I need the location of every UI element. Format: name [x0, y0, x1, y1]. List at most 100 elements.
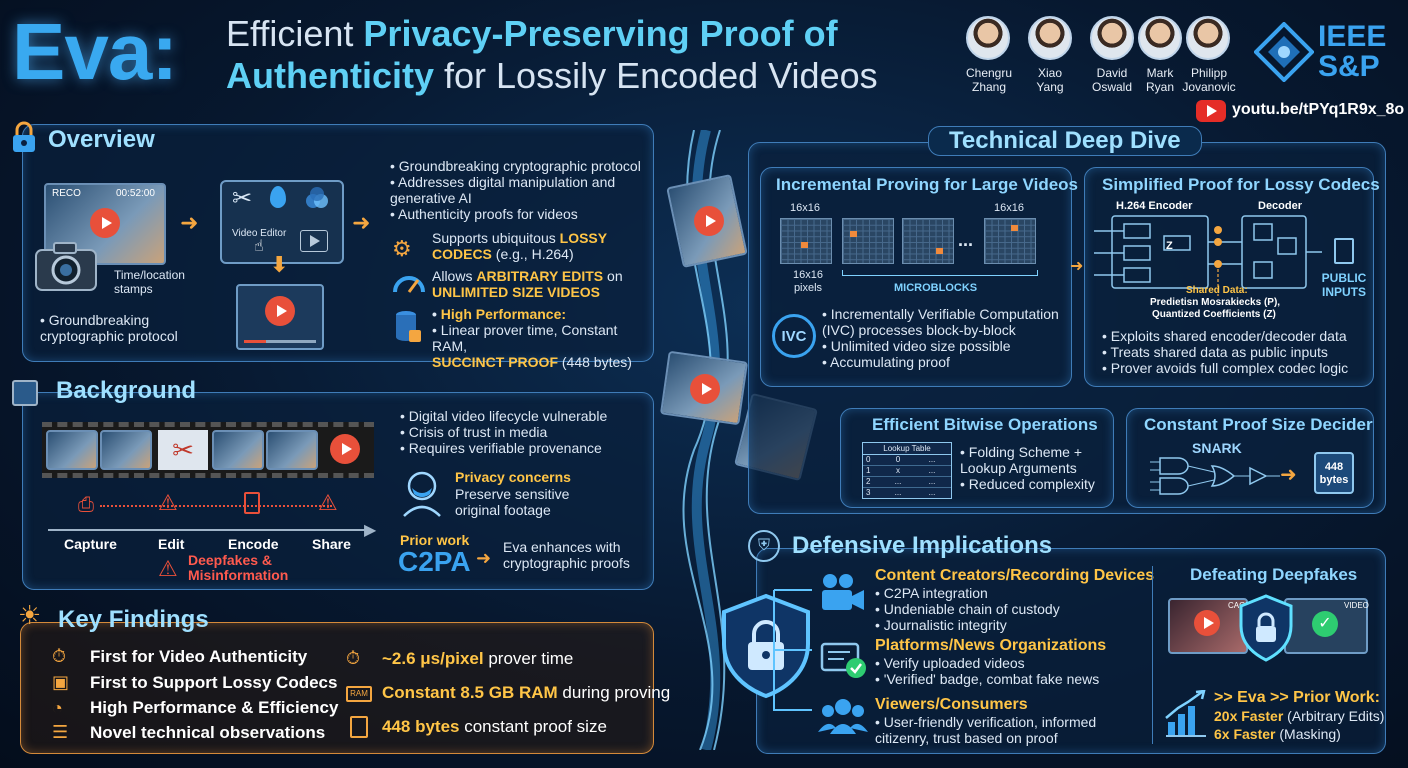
group-2-bullet-1: Verify uploaded videos	[875, 655, 1125, 671]
stack-icon: ☰	[52, 722, 69, 742]
title-line-1: Efficient Privacy-Preserving Proof of	[226, 14, 838, 54]
background-bullet-2: Crisis of trust in media	[400, 424, 650, 440]
feat1-post: (e.g., H.264)	[491, 246, 574, 262]
ieee-logo-icon	[1253, 21, 1315, 83]
incremental-title: Incremental Proving for Large Videos	[776, 175, 1078, 194]
public-inputs-label: PUBLIC INPUTS	[1321, 271, 1367, 299]
finding-7-rest: constant proof size	[459, 717, 607, 736]
timeline-dotted	[100, 505, 332, 507]
lookup-cell: 0	[866, 455, 871, 464]
lookup-cell: ...	[928, 455, 936, 464]
compare-line-1: 20x Faster (Arbitrary Edits)	[1214, 708, 1384, 724]
floating-play-icon-2	[690, 374, 720, 404]
title-highlight1: Privacy-Preserving Proof of	[363, 13, 838, 54]
color-circles-icon	[304, 186, 330, 210]
check-icon: ✓	[1312, 611, 1338, 637]
overview-bullet-1: Groundbreaking cryptographic protocol	[390, 158, 652, 174]
timeline-line	[48, 529, 368, 531]
title-part1: Efficient	[226, 13, 364, 54]
microblocks-label: MICROBLOCKS	[894, 282, 978, 294]
cursor-icon: ☝	[254, 238, 264, 255]
feat1-pre: Supports ubiquitous	[432, 230, 560, 246]
feat2-mid: on	[603, 268, 623, 284]
lookup-cell: ...	[928, 488, 936, 497]
gauge-icon	[392, 270, 426, 294]
overview-left-bullet: Groundbreaking cryptographic protocol	[40, 312, 210, 344]
finding-1-rest: for Video Authenticity	[126, 647, 308, 666]
defensive-heading: Defensive Implications	[792, 532, 1053, 559]
finding-4: Novel technical observations	[90, 723, 326, 742]
microblocks-bracket	[842, 270, 1038, 276]
ram-chip-label: RAM	[350, 689, 368, 698]
feat1-hl: LOSSY CODECS	[432, 230, 607, 262]
feature-performance: High Performance: Linear prover time, Co…	[432, 306, 652, 370]
group-1-bullet-3: Journalistic integrity	[875, 617, 1125, 633]
lookup-cell: 3	[866, 488, 871, 497]
feat2-hl: ARBITRARY EDITS	[476, 268, 604, 284]
lookup-cell: 2	[866, 477, 871, 486]
grid-block-3	[902, 218, 954, 264]
lossy-title: Simplified Proof for Lossy Codecs	[1102, 175, 1380, 194]
stage-edit: Edit	[158, 536, 185, 552]
branch-lines	[768, 580, 818, 720]
snark-label: SNARK	[1192, 440, 1242, 456]
findings-panel	[20, 622, 654, 754]
group-1-bullet-1: C2PA integration	[875, 585, 1125, 601]
background-bullet-1: Digital video lifecycle vulnerable	[400, 408, 650, 424]
author-avatar-4	[1138, 16, 1182, 60]
background-bullets: Digital video lifecycle vulnerable Crisi…	[400, 408, 650, 456]
lookup-row-3: 2......	[863, 477, 951, 488]
speed-icon: ◔	[52, 698, 63, 718]
privacy-text: Preserve sensitive original footage	[455, 486, 570, 518]
group-3-bullets: User-friendly verification, informed cit…	[875, 714, 1125, 746]
lock-icon	[10, 120, 38, 154]
lookup-cell: x	[896, 466, 900, 475]
camera-stage-icon: ⎙	[78, 494, 94, 516]
overview-heading: Overview	[48, 126, 155, 153]
document-icon	[350, 716, 368, 738]
bitwise-bullets: Folding Scheme + Lookup Arguments Reduce…	[960, 444, 1110, 492]
stage-capture: Capture	[64, 536, 117, 552]
film-frame-2	[100, 430, 152, 470]
feature-lossy: Supports ubiquitous LOSSY CODECS (e.g., …	[432, 230, 632, 262]
group-1-title: Content Creators/Recording Devices	[875, 567, 1155, 584]
z-box: Z	[1166, 240, 1173, 252]
compare1-hl: 20x Faster	[1214, 708, 1284, 724]
feat3-hl: SUCCINCT PROOF	[432, 354, 558, 370]
arrow-right-icon-2: ➜	[352, 210, 371, 235]
arrow-proof-icon: ➜	[1280, 464, 1297, 486]
constant-title: Constant Proof Size Decider	[1144, 415, 1373, 434]
size-label-b: 16x16	[994, 202, 1024, 214]
finding-5: ~2.6 μs/pixel prover time	[382, 649, 573, 669]
enhance-text: Eva enhances with cryptographic proofs	[503, 539, 630, 571]
masked-person-icon	[400, 470, 444, 518]
glow-shield-icon	[1238, 594, 1294, 662]
author-avatar-2	[1028, 16, 1072, 60]
stage-share: Share	[312, 536, 351, 552]
chip-icon: ▣	[52, 672, 70, 692]
scissors-cut-icon: ✂	[158, 430, 208, 470]
finding-7-hl: 448 bytes	[382, 717, 460, 736]
deepfakes-label: Deepfakes & Misinformation	[188, 552, 289, 583]
arrow-c2pa-icon: ➜	[476, 548, 492, 568]
lookup-cell: 0	[895, 455, 901, 464]
title-highlight2: Authenticity	[226, 55, 435, 96]
feature-edits: Allows ARBITRARY EDITS on UNLIMITED SIZE…	[432, 268, 632, 300]
bar-chart-icon	[1164, 689, 1208, 738]
feat3-title: High Performance:	[432, 306, 652, 322]
arrow-down-icon: ⬇	[270, 252, 289, 277]
bitwise-bullet-2: Reduced complexity	[960, 476, 1110, 492]
encoder-diagram	[1092, 212, 1322, 298]
title-part2: for Lossily Encoded Videos	[434, 55, 878, 96]
ivc-label: IVC	[781, 327, 807, 345]
overview-bullet-3: Authenticity proofs for videos	[390, 206, 652, 222]
lookup-row-1: 0 0...	[863, 455, 951, 466]
background-bullet-3: Requires verifiable provenance	[400, 440, 650, 456]
cage-label: CAGE	[1228, 601, 1251, 610]
video-link[interactable]: youtu.be/tPYq1R9x_8o	[1232, 101, 1405, 118]
film-frame-1	[46, 430, 98, 470]
warning-icon-edit: ⚠	[158, 490, 178, 515]
shield-badge-icon: ⛨	[748, 530, 780, 562]
feat2-pre: Allows	[432, 268, 477, 284]
